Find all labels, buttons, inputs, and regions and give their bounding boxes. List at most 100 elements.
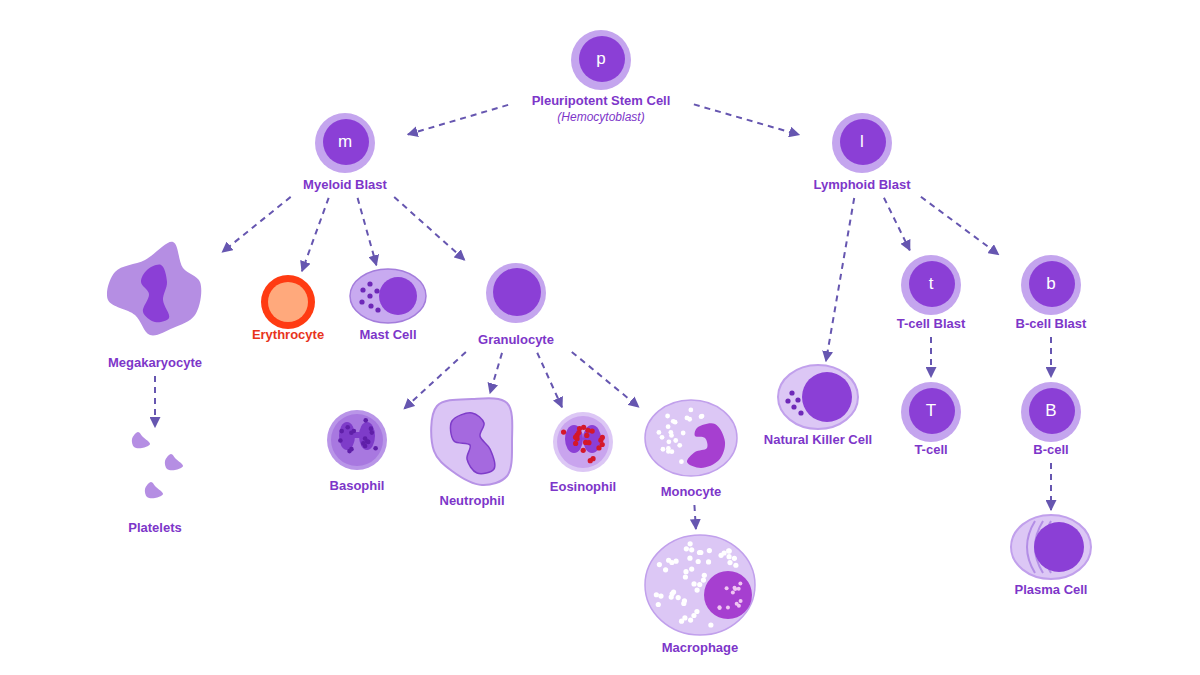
- nk-cell: Natural Killer Cell: [753, 364, 883, 450]
- granule-dot: [785, 398, 790, 403]
- granule-dot: [369, 426, 374, 431]
- lineage-arrow: [358, 198, 377, 265]
- cell-label: (Hemocytoblast): [511, 108, 691, 126]
- granule-dot: [374, 288, 379, 293]
- cell-membrane: [553, 412, 613, 472]
- granule-dot: [718, 606, 722, 610]
- cell-letter: t: [881, 274, 981, 294]
- granule-dot: [654, 592, 659, 597]
- granule-dot: [697, 550, 702, 555]
- granule-dot: [718, 553, 723, 558]
- basophil-cell: Basophil: [312, 408, 402, 496]
- lineage-arrow: [826, 198, 854, 361]
- cell-label: Myeloid Blast: [285, 176, 405, 194]
- granule-dot: [573, 435, 578, 440]
- granule-dot: [683, 569, 688, 574]
- granule-dot: [706, 559, 711, 564]
- cell-nucleus: [565, 425, 583, 453]
- lymphocyte-cell: B B-cell: [1006, 380, 1096, 460]
- megakaryocyte-cell: Megakaryocyte: [90, 240, 220, 373]
- granule-dot: [695, 588, 700, 593]
- lineage-arrow: [1050, 463, 1052, 510]
- granule-dot: [789, 390, 794, 395]
- granule-dot: [688, 541, 693, 546]
- cell-letter: b: [1001, 274, 1101, 294]
- cell-label: B-cell: [1006, 441, 1096, 459]
- granule-dot: [707, 548, 712, 553]
- cell-label: Monocyte: [641, 483, 741, 501]
- cell-label: Natural Killer Cell: [753, 431, 883, 449]
- cell-letter: m: [285, 132, 405, 152]
- cell-membrane: [778, 365, 858, 429]
- granule-dot: [581, 448, 586, 453]
- cell-drawing: [778, 365, 858, 429]
- granule-dot: [375, 307, 380, 312]
- cell-center: [268, 282, 308, 322]
- granule-dot: [701, 577, 706, 582]
- granule-dot: [657, 430, 662, 435]
- granule-dot: [368, 303, 373, 308]
- granule-dot: [732, 556, 737, 561]
- cell-membrane: [350, 269, 426, 323]
- blast-cell: mMyeloid Blast: [285, 111, 405, 195]
- granule-dot: [345, 425, 350, 430]
- granule-dot: [727, 560, 732, 565]
- cell-body: [331, 414, 383, 466]
- lineage-arrow: [572, 352, 639, 407]
- granule-dot: [798, 410, 803, 415]
- cell-nucleus: [583, 425, 601, 453]
- granule-dot: [733, 563, 738, 568]
- granule-dot: [726, 554, 731, 559]
- granule-dot: [657, 562, 662, 567]
- granule-dot: [666, 424, 671, 429]
- granule-dot: [725, 586, 729, 590]
- mast-cell: Mast Cell: [343, 268, 433, 345]
- granule-dot: [673, 559, 678, 564]
- monocyte-cell: Monocyte: [641, 398, 741, 502]
- granule-dot: [586, 440, 591, 445]
- eosinophil-cell: Eosinophil: [538, 410, 628, 497]
- granule-dot: [590, 428, 595, 433]
- erythrocyte-cell: Erythrocyte: [238, 274, 338, 345]
- cell-membrane: [107, 242, 201, 336]
- granule-dot: [666, 558, 671, 563]
- cell-membrane: [645, 535, 755, 635]
- granule-dot: [684, 546, 689, 551]
- granule-dot: [700, 414, 705, 419]
- granule-dot: [739, 599, 743, 603]
- cell-drawing: [1011, 515, 1091, 579]
- granule-dot: [679, 459, 684, 464]
- cell-drawing: [431, 398, 512, 485]
- granule-dot: [683, 574, 688, 579]
- platelets: Platelets: [110, 430, 200, 538]
- cell-body: [557, 416, 609, 468]
- lineage-arrow: [408, 105, 508, 135]
- granule-dot: [600, 435, 605, 440]
- granule-dot: [596, 445, 601, 450]
- cell-membrane: [486, 263, 546, 323]
- cell-nucleus: [379, 277, 417, 315]
- granule-dot: [576, 430, 581, 435]
- granule-dot: [370, 430, 375, 435]
- granule-dot: [352, 429, 357, 434]
- lineage-arrow: [302, 198, 329, 271]
- granule-dot: [717, 605, 721, 609]
- granule-dot: [581, 425, 586, 430]
- granule-dot: [360, 287, 365, 292]
- granule-dot: [702, 573, 707, 578]
- granule-dot: [671, 589, 676, 594]
- granule-dot: [588, 458, 593, 463]
- er-crescent: [1027, 521, 1035, 573]
- granule-dot: [660, 435, 665, 440]
- granule-dot: [658, 594, 663, 599]
- cell-label: Platelets: [110, 519, 200, 537]
- cell-label: Lymphoid Blast: [802, 176, 922, 194]
- granule-dot: [681, 431, 686, 436]
- lineage-arrow: [930, 337, 932, 377]
- cell-letter: B: [1006, 401, 1096, 421]
- lineage-arrow: [921, 197, 999, 255]
- cell-membrane: [645, 400, 737, 476]
- granule-dot: [697, 582, 702, 587]
- granule-dot: [699, 414, 704, 419]
- plasma-cell: Plasma Cell: [996, 513, 1106, 600]
